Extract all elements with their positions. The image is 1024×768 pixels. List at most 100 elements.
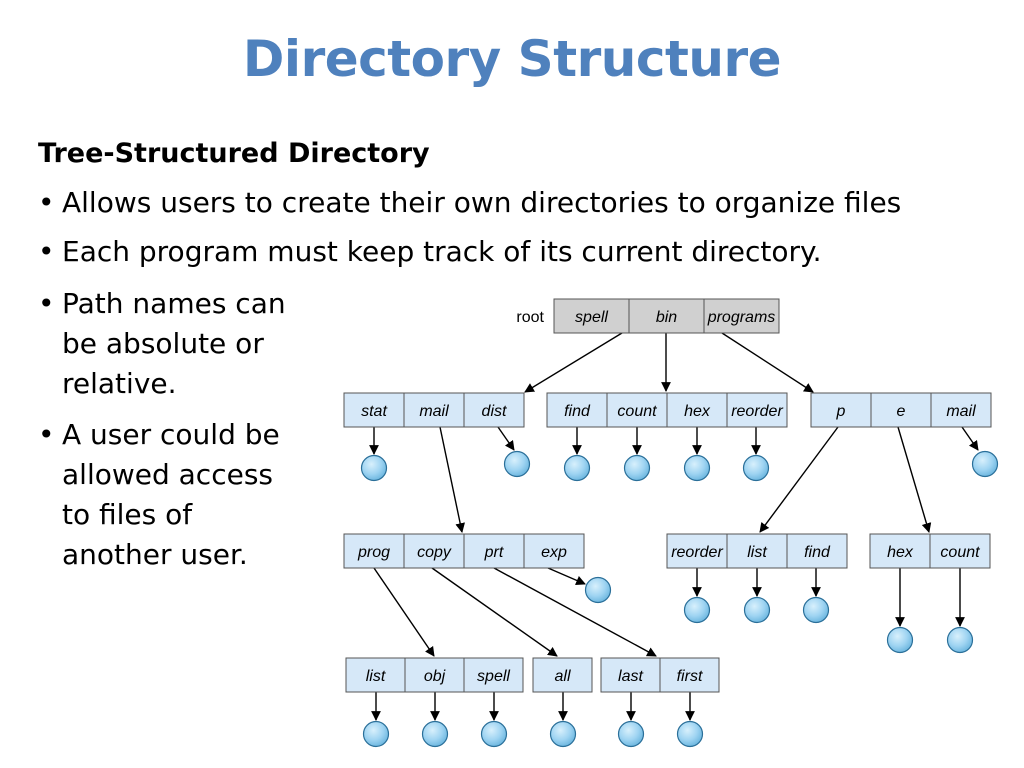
directory-entry-label: last: [618, 668, 643, 685]
bullet-text: A user could be allowed access to files …: [62, 418, 280, 571]
directory-entry-label: spell: [575, 309, 608, 326]
file-node-icon: [886, 626, 914, 654]
directory-entry-label: obj: [424, 668, 446, 685]
file-node-icon: [480, 720, 508, 748]
directory-entry-label: count: [617, 403, 657, 420]
file-node-icon: [971, 450, 999, 478]
file-node-icon: [360, 454, 388, 482]
dir-hex-count: hex count: [869, 533, 991, 569]
file-node-icon: [743, 596, 771, 624]
directory-entry-cell: [786, 533, 848, 569]
tree-edge: [547, 567, 586, 585]
file-node-icon: [802, 596, 830, 624]
directory-entry-cell: [659, 657, 720, 693]
directory-entry-label: dist: [482, 403, 507, 420]
bullet-dot-icon: •: [38, 287, 55, 320]
file-node-icon: [946, 626, 974, 654]
directory-entry-cell: [404, 657, 465, 693]
bullet-item: •Path names can be absolute or relative.: [38, 284, 298, 404]
bullet-dot-icon: •: [38, 235, 55, 268]
file-node-icon: [584, 576, 612, 604]
file-node-icon: [503, 450, 531, 478]
bullet-text: Each program must keep track of its curr…: [62, 235, 822, 268]
file-node-icon: [683, 454, 711, 482]
directory-entry-label: reorder: [671, 544, 723, 561]
directory-entry-label: all: [554, 668, 570, 685]
directory-entry-cell: [666, 533, 728, 569]
directory-entry-label: prt: [484, 544, 504, 561]
directory-entry-label: hex: [887, 544, 914, 561]
dir-reorder-list-find: reorder list find: [666, 533, 848, 569]
directory-entry-label: copy: [417, 544, 452, 561]
directory-entry-cell: [726, 533, 788, 569]
dir-last-first: last first: [600, 657, 720, 693]
root-label: root: [516, 309, 544, 326]
directory-entry-cell: [930, 392, 992, 428]
directory-entry-cell: [343, 533, 405, 569]
file-node-icon: [617, 720, 645, 748]
tree-edge: [431, 567, 558, 657]
tree-edge: [897, 426, 932, 533]
dir-find-count-hex-reorder: find count hex reorder: [546, 392, 788, 428]
directory-entry-cell: [463, 392, 525, 428]
directory-entry-cell: [870, 392, 932, 428]
file-node-icon: [683, 596, 711, 624]
bullet-item: •Allows users to create their own direct…: [38, 183, 901, 223]
directory-entry-label: count: [940, 544, 980, 561]
slide-subtitle: Tree-Structured Directory: [38, 138, 430, 169]
directory-entry-label: hex: [684, 403, 711, 420]
file-node-icon: [742, 454, 770, 482]
file-node-icon: [676, 720, 704, 748]
tree-files: [360, 450, 999, 748]
directory-entry-cell: [532, 657, 593, 693]
bullet-text: Path names can be absolute or relative.: [62, 287, 286, 400]
directory-entry-cell: [628, 298, 705, 334]
file-node-icon: [421, 720, 449, 748]
tree-edge: [497, 426, 515, 451]
directory-entry-cell: [463, 533, 525, 569]
bullet-item: •A user could be allowed access to files…: [38, 415, 298, 575]
dir-all: all: [532, 657, 593, 693]
directory-entry-label: prog: [357, 544, 390, 561]
directory-entry-label: e: [897, 403, 906, 420]
tree-edge: [961, 426, 979, 451]
tree-edges: [369, 332, 979, 721]
directory-entry-cell: [810, 392, 872, 428]
directory-entry-cell: [345, 657, 406, 693]
directory-entry-label: bin: [656, 309, 677, 326]
directory-entry-label: list: [747, 544, 767, 561]
file-node-icon: [362, 720, 390, 748]
directory-entry-cell: [403, 533, 465, 569]
directory-entry-label: stat: [361, 403, 387, 420]
bullet-item: •Each program must keep track of its cur…: [38, 232, 822, 272]
directory-entry-label: mail: [419, 403, 449, 420]
file-node-icon: [549, 720, 577, 748]
directory-entry-label: list: [366, 668, 386, 685]
directory-entry-cell: [606, 392, 668, 428]
slide-title: Directory Structure: [242, 30, 782, 88]
tree-edge: [493, 567, 657, 657]
directory-entry-cell: [703, 298, 780, 334]
file-node-icon: [623, 454, 651, 482]
directory-entry-label: find: [564, 403, 591, 420]
directory-entry-cell: [523, 533, 585, 569]
directory-entry-label: reorder: [731, 403, 783, 420]
directory-entry-label: p: [836, 403, 846, 420]
tree-edge: [439, 426, 465, 533]
tree-edge: [721, 332, 814, 393]
directory-entry-label: find: [804, 544, 831, 561]
directory-entry-label: first: [677, 668, 703, 685]
bullet-dot-icon: •: [38, 186, 55, 219]
directory-entry-cell: [929, 533, 991, 569]
bullet-text: Allows users to create their own directo…: [62, 186, 902, 219]
directory-entry-cell: [463, 657, 524, 693]
bullet-dot-icon: •: [38, 418, 55, 451]
tree-edge: [759, 426, 839, 533]
tree-edge: [524, 332, 623, 393]
